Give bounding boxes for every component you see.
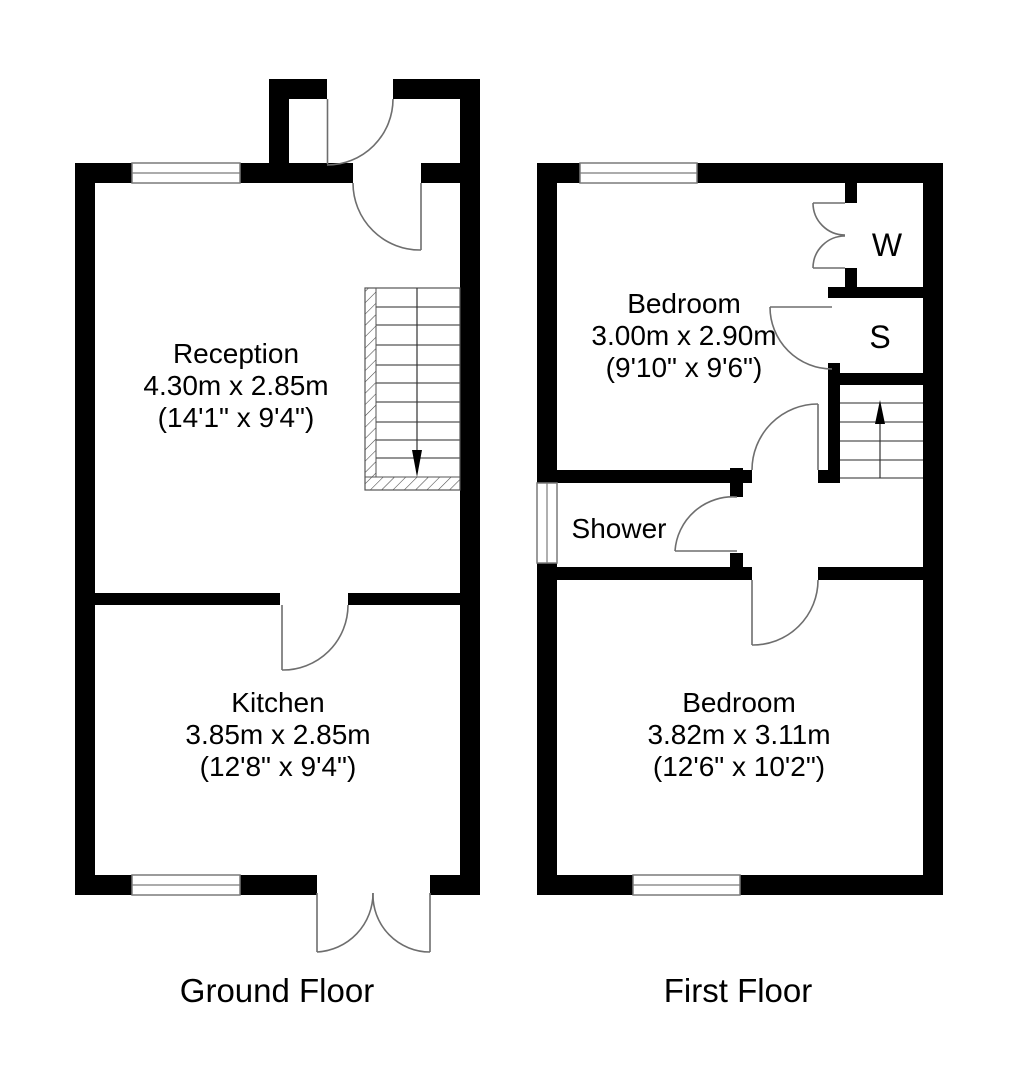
ff-left-wall-lower — [537, 563, 557, 895]
ground-floor-stairs — [364, 287, 461, 491]
ff-shower-bottom-wall — [557, 567, 752, 580]
gf-bottom-wall-right — [430, 875, 480, 895]
store-label: S — [869, 319, 890, 355]
gf-top-wall-left — [75, 163, 132, 183]
gf-top-wall-mid — [240, 163, 353, 183]
bedroom1-label: Bedroom — [627, 288, 741, 319]
first-floor-windows — [536, 162, 741, 896]
gf-interior-wall-left — [95, 593, 280, 605]
french-door-left-arc — [316, 892, 374, 953]
wardrobe-door-top-arc — [812, 202, 846, 236]
gf-porch-left-wall — [269, 99, 289, 163]
ground-floor-doors — [281, 98, 431, 953]
first-floor-title: First Floor — [664, 972, 813, 1009]
ff-store-wall-stub — [828, 363, 840, 373]
ground-floor-windows — [131, 162, 241, 896]
kitchen-label: Kitchen — [231, 687, 324, 718]
wardrobe-label: W — [872, 227, 903, 263]
ff-wardrobe-store-divider — [828, 287, 923, 298]
bedroom2-label: Bedroom — [682, 687, 796, 718]
gf-stairs-outline — [364, 287, 461, 491]
kitchen-imperial: (12'8" x 9'4") — [200, 751, 357, 782]
french-door-right-arc — [372, 892, 431, 953]
gf-bottom-wall-left — [75, 875, 132, 895]
ff-stairs-up-arrow — [875, 400, 885, 424]
ff-bottom-wall-left — [537, 875, 633, 895]
first-floor-stairs — [840, 400, 923, 479]
bedroom2-metric: 3.82m x 3.11m — [647, 719, 830, 750]
first-floor-walls — [537, 163, 943, 895]
gf-bottom-wall-mid — [240, 875, 317, 895]
first-floor-doors — [674, 202, 846, 646]
ff-wardrobe-wall-stub-bottom — [845, 268, 857, 288]
gf-stairs-down-arrow — [412, 450, 422, 477]
ff-top-wall-left — [537, 163, 580, 183]
ff-stairs-treads — [840, 402, 923, 479]
ground-floor-title: Ground Floor — [180, 972, 374, 1009]
bedroom1-imperial: (9'10" x 9'6") — [606, 352, 763, 383]
store-door-swing-arc — [769, 306, 833, 370]
gf-stairs-hatch-left — [364, 287, 377, 478]
reception-metric: 4.30m x 2.85m — [143, 370, 328, 401]
gf-left-wall — [75, 163, 95, 895]
shower-door-swing-arc — [674, 496, 738, 552]
bedroom1-door-swing-arc — [751, 403, 819, 471]
gf-right-wall — [460, 79, 480, 895]
ff-stairs-left-wall — [828, 385, 840, 480]
reception-door-swing-arc — [352, 182, 422, 251]
bedroom1-metric: 3.00m x 2.90m — [591, 320, 776, 351]
bedroom2-imperial: (12'6" x 10'2") — [653, 751, 825, 782]
ff-bedroom1-bottom-wall — [557, 470, 752, 483]
ff-right-wall — [923, 163, 943, 895]
ff-bottom-wall-right — [740, 875, 923, 895]
wardrobe-door-bottom-arc — [812, 235, 846, 269]
gf-porch-top-wall-left — [269, 79, 327, 99]
ground-floor-labels: Reception 4.30m x 2.85m (14'1" x 9'4") K… — [143, 338, 374, 1009]
kitchen-metric: 3.85m x 2.85m — [185, 719, 370, 750]
shower-label: Shower — [572, 513, 667, 544]
first-floor-plan: Bedroom 3.00m x 2.90m (9'10" x 9'6") W S… — [536, 162, 943, 1009]
reception-label: Reception — [173, 338, 299, 369]
front-door-swing-arc — [326, 98, 394, 166]
ff-wardrobe-wall-stub-top — [845, 183, 857, 203]
gf-top-wall-right — [421, 163, 460, 183]
gf-interior-wall-right — [348, 593, 460, 605]
gf-stairs-hatch-bottom — [364, 476, 461, 491]
ff-bedroom2-top-wall-right — [818, 567, 923, 580]
ff-left-wall-upper — [537, 163, 557, 483]
gf-stairs-treads — [376, 306, 460, 459]
kitchen-door-swing-arc — [281, 604, 349, 671]
ff-shower-wall-stub-top — [730, 468, 743, 497]
reception-imperial: (14'1" x 9'4") — [158, 402, 315, 433]
ff-stairs-top-wall — [828, 373, 923, 385]
ground-floor-plan: Reception 4.30m x 2.85m (14'1" x 9'4") K… — [75, 79, 480, 1009]
gf-porch-top-wall-right — [393, 79, 460, 99]
ground-floor-walls — [75, 79, 480, 895]
first-floor-labels: Bedroom 3.00m x 2.90m (9'10" x 9'6") W S… — [572, 227, 903, 1009]
ff-bedroom1-bottom-wall-stub — [818, 470, 840, 483]
bedroom2-door-swing-arc — [751, 579, 819, 646]
ff-top-wall-right — [697, 163, 923, 183]
